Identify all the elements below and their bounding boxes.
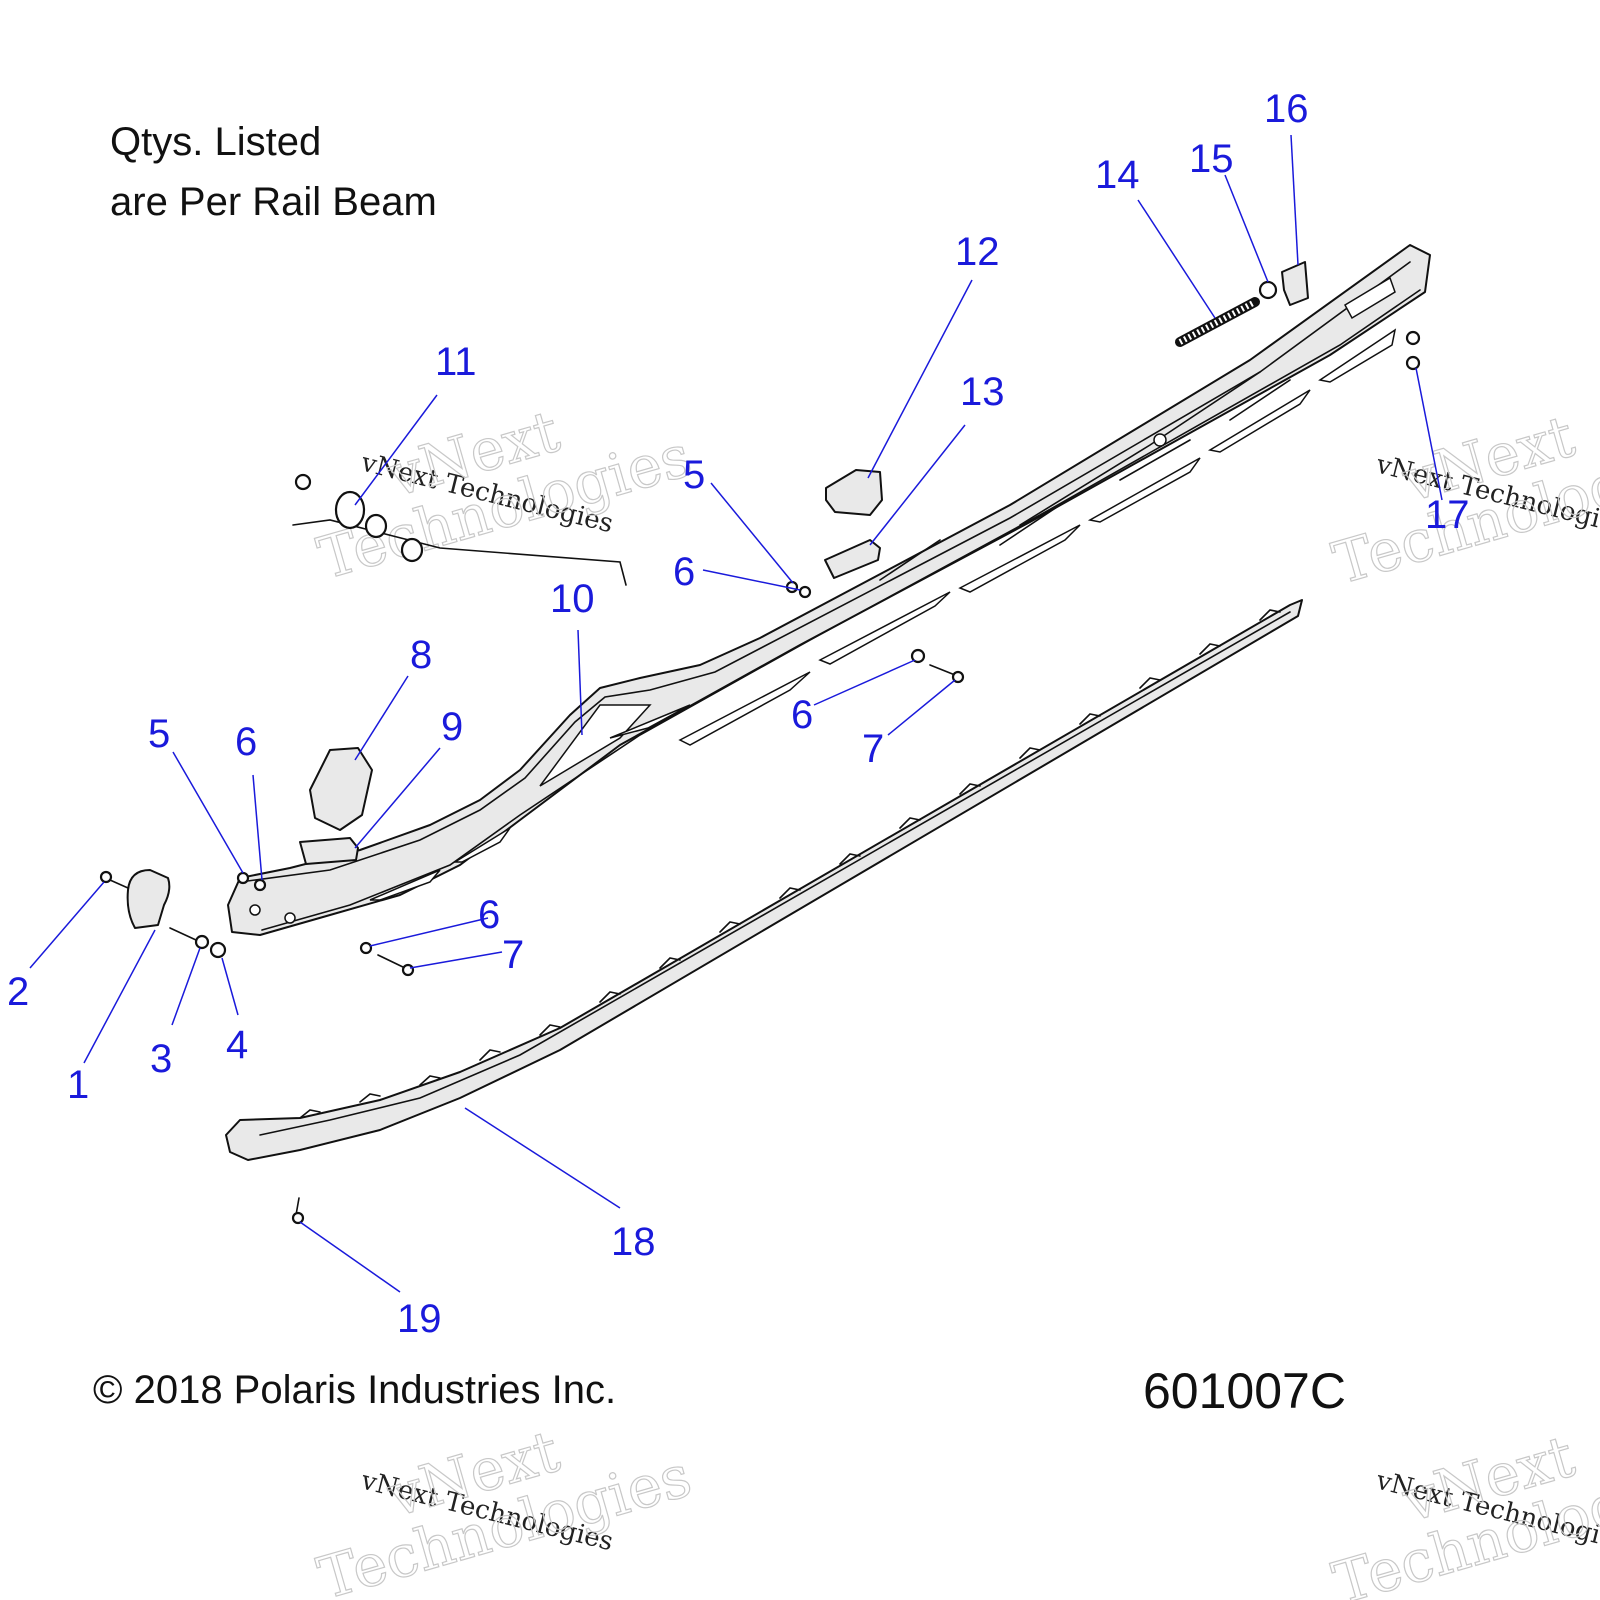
rail-cutout <box>609 704 691 739</box>
callout-6: 6 <box>235 720 257 764</box>
callout-11: 11 <box>435 340 477 384</box>
rail-slot <box>1207 389 1311 453</box>
callout-6: 6 <box>791 693 813 737</box>
part-4-nut <box>209 941 227 959</box>
part-2-screw <box>99 870 129 889</box>
callout-19: 19 <box>397 1297 442 1341</box>
hyfax-slide-edge <box>259 611 1291 1136</box>
callout-18: 18 <box>611 1220 656 1264</box>
part-6-washer <box>910 648 926 664</box>
callout-8: 8 <box>410 633 432 677</box>
part-1-bumper <box>126 869 171 929</box>
leader-lines <box>29 134 1443 1293</box>
callout-13: 13 <box>960 370 1005 414</box>
callout-7: 7 <box>502 933 524 977</box>
rail-slot <box>369 869 441 901</box>
part-17-plug <box>1405 330 1421 346</box>
callout-2: 2 <box>7 970 29 1014</box>
callout-6: 6 <box>673 550 695 594</box>
hyfax-slide-teeth <box>299 609 1281 1119</box>
callout-6: 6 <box>478 893 500 937</box>
hyfax-slide <box>225 599 1303 1161</box>
part-14-threaded-rod <box>1175 297 1260 347</box>
part-3-washer <box>194 934 210 950</box>
rail-beam-body <box>227 244 1431 936</box>
part-15-nut <box>1258 280 1278 300</box>
part-6-washer <box>253 878 267 892</box>
callout-3: 3 <box>150 1037 172 1081</box>
part-12-block <box>825 469 883 516</box>
rail-beam-top-edge <box>239 261 1411 883</box>
callout-7: 7 <box>862 727 884 771</box>
quantity-note-line-1: Qtys. Listed <box>110 120 322 164</box>
part-16-bracket <box>1281 261 1309 306</box>
rail-hole <box>1153 433 1167 447</box>
part-6-washer <box>798 585 812 599</box>
part-13-insert <box>824 539 881 579</box>
rail-cutout <box>539 704 652 787</box>
rail-hole <box>249 904 261 916</box>
rail-slot <box>452 827 511 863</box>
part-8-block <box>309 747 373 831</box>
callout-1: 1 <box>67 1063 89 1107</box>
rail-hole <box>284 912 296 924</box>
rail-slot <box>958 524 1081 593</box>
rail-slot <box>1344 276 1396 320</box>
rail-slot <box>678 671 811 746</box>
part-17-plug <box>1405 355 1421 371</box>
rail-slot <box>1087 457 1201 523</box>
hyfax-slide-body <box>225 599 1303 1161</box>
part-7-bolt <box>929 664 965 684</box>
part-5-nut <box>236 871 250 885</box>
rail-truss <box>879 371 1291 581</box>
part-19-screw <box>291 1197 305 1225</box>
callout-5: 5 <box>148 712 170 756</box>
callout-4: 4 <box>226 1023 248 1067</box>
callout-17: 17 <box>1425 493 1470 537</box>
part-6-washer <box>359 941 373 955</box>
copyright-notice: © 2018 Polaris Industries Inc. <box>93 1368 617 1412</box>
drawing-number: 601007C <box>1143 1363 1346 1419</box>
rail-beam <box>227 244 1431 936</box>
callout-9: 9 <box>441 705 463 749</box>
callout-14: 14 <box>1095 153 1140 197</box>
callout-16: 16 <box>1264 87 1309 131</box>
rail-slot <box>1318 328 1397 383</box>
quantity-note-line-2: are Per Rail Beam <box>110 180 437 224</box>
part-9-insert <box>299 837 359 865</box>
part-1-axis <box>169 927 197 941</box>
callout-10: 10 <box>550 577 595 621</box>
part-7-bolt <box>377 954 415 977</box>
callout-12: 12 <box>955 230 1000 274</box>
rail-slot <box>818 591 951 665</box>
part-11-spring-assembly <box>292 473 627 586</box>
callout-15: 15 <box>1189 137 1234 181</box>
callout-5: 5 <box>683 453 705 497</box>
rail-beam-bottom-edge <box>261 289 1421 931</box>
callout-labels: 1 2 3 4 5 6 8 9 10 11 12 13 5 6 6 7 6 7 … <box>7 87 1470 1341</box>
